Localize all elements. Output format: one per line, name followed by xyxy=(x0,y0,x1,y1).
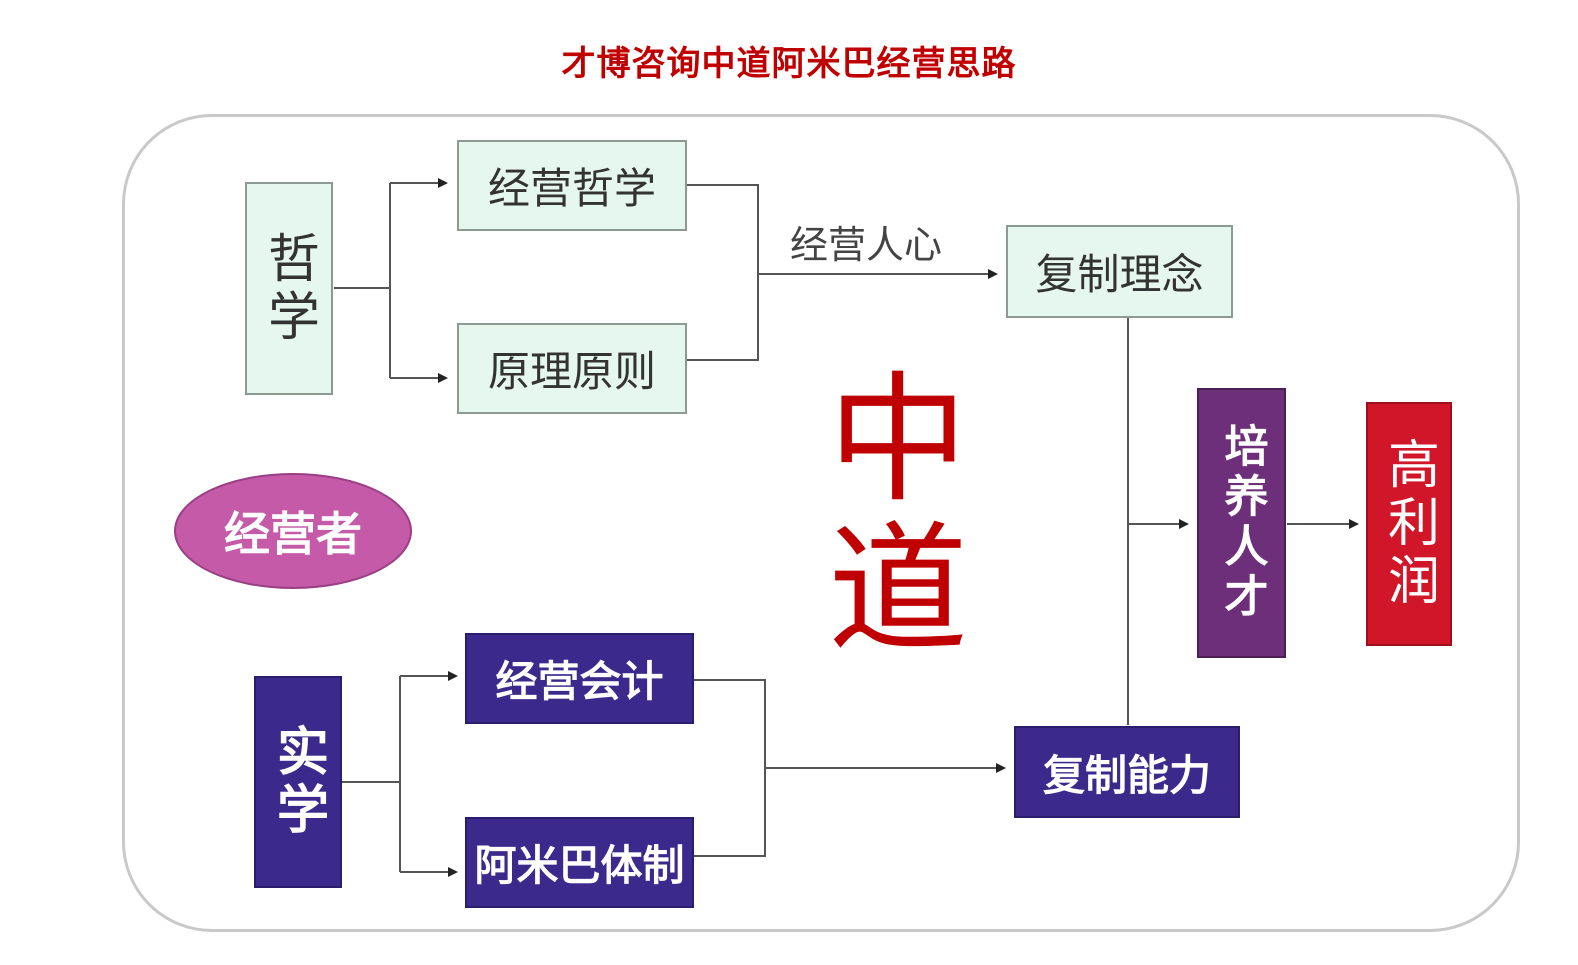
node-high-profit: 高利润 xyxy=(1366,402,1452,646)
diagram-title: 才博咨询中道阿米巴经营思路 xyxy=(561,44,1017,84)
line-business-philosophy-out xyxy=(687,184,759,274)
node-philosophy: 哲学 xyxy=(245,182,333,395)
node-practical: 实学 xyxy=(254,676,342,888)
label-manage-hearts: 经营人心 xyxy=(790,223,943,267)
node-operator: 经营者 xyxy=(174,473,412,589)
node-copy-concept: 复制理念 xyxy=(1006,225,1233,318)
center-zhongdao: 中道 xyxy=(804,365,967,665)
line-amoeba-out xyxy=(694,768,766,857)
line-accounting-out xyxy=(694,679,766,768)
node-amoeba-system: 阿米巴体制 xyxy=(465,817,694,908)
node-business-philosophy: 经营哲学 xyxy=(457,140,687,231)
node-principles: 原理原则 xyxy=(457,323,687,414)
node-copy-ability: 复制能力 xyxy=(1014,726,1240,818)
node-cultivate-talent: 培养人才 xyxy=(1197,388,1286,658)
node-management-accounting: 经营会计 xyxy=(465,633,694,724)
line-principles-out xyxy=(687,274,759,361)
